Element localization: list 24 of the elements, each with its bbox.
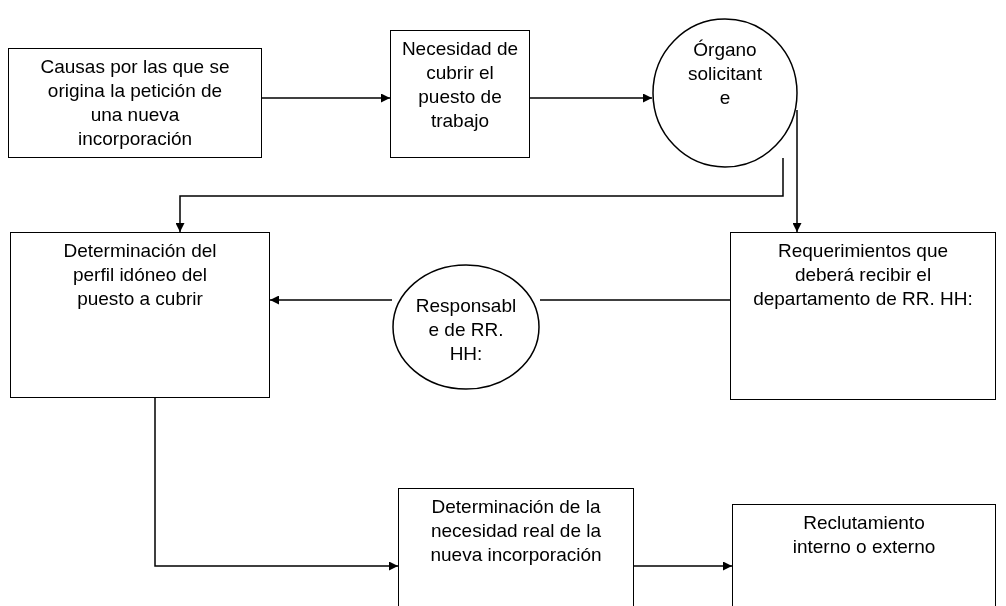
arrow — [633, 561, 733, 571]
node-text: Necesidad de cubrir el puesto de trabajo — [400, 37, 520, 133]
arrow — [792, 109, 802, 233]
node-text: Órgano solicitant e — [688, 38, 762, 110]
arrow — [175, 157, 784, 233]
connector-line — [539, 299, 731, 301]
process-box — [730, 232, 996, 400]
arrow — [261, 93, 391, 103]
arrow — [154, 397, 399, 571]
process-box — [398, 488, 634, 606]
process-ellipse — [392, 264, 540, 390]
arrow — [529, 93, 653, 103]
node-text: Determinación del perfil idóneo del puesto a cubrir — [62, 239, 218, 311]
process-box — [10, 232, 270, 398]
process-box — [390, 30, 530, 158]
node-text: Responsabl e de RR. HH: — [415, 294, 517, 366]
node-text: Reclutamiento interno o externo — [791, 511, 937, 559]
node-text: Requerimientos que deberá recibir el departamento de RR. HH: — [753, 239, 973, 311]
node-text: Determinación de la necesidad real de la nueva incorporación — [429, 495, 603, 567]
node-text: Causas por las que se origina la petición de una nueva incorporación — [39, 55, 231, 151]
process-box — [732, 504, 996, 606]
process-box — [8, 48, 262, 158]
arrow — [269, 295, 393, 305]
process-ellipse — [652, 18, 798, 168]
